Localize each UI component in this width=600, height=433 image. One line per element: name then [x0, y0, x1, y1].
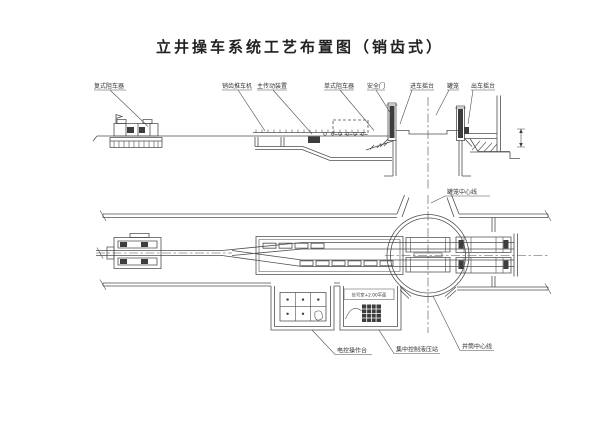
label-single-stop: 单式阻车器 — [324, 82, 354, 90]
hydraulic-station-box — [346, 304, 381, 322]
console-grid — [280, 293, 326, 322]
drawing-title: 立井操车系统工艺布置图（销齿式） — [155, 38, 444, 56]
elevation-view — [93, 96, 525, 191]
chain-dots — [324, 132, 364, 135]
main-drive-block — [308, 136, 320, 143]
ramp-wedge — [366, 141, 394, 151]
rail-line — [93, 136, 389, 141]
label-cage: 罐笼 — [447, 82, 459, 90]
dimension-arrow — [517, 129, 525, 147]
control-rooms: 信号室+2.00平面 — [271, 286, 401, 330]
cages-plan — [406, 238, 450, 273]
label-inlet-rocker: 进车摇台 — [410, 82, 434, 90]
label-main-drive: 主传动装置 — [257, 82, 287, 90]
label-room-note: 信号室+2.00平面 — [352, 291, 387, 298]
track-bed — [256, 237, 403, 275]
label-control-console: 电控操作台 — [337, 347, 367, 355]
label-pin-rack-pusher: 销齿推车机 — [222, 82, 252, 90]
elevation-labels: 复式阻车器 销齿推车机 主传动装置 单式阻车器 安全门 进车摇台 罐笼 出车摇台… — [94, 82, 495, 203]
label-shaft-centerline: 井筒中心线 — [462, 343, 492, 351]
plan-view: 信号室+2.00平面 — [96, 195, 551, 333]
pit-outline — [255, 137, 392, 161]
label-duplex-stop: 复式阻车器 — [94, 82, 124, 90]
duplex-stop-plan — [97, 234, 161, 269]
label-cage-centerline: 罐笼中心线 — [447, 188, 477, 196]
plan-labels: 电控操作台 集中控制液压站 井筒中心线 — [312, 296, 494, 355]
mine-car-dashed — [333, 120, 368, 135]
label-outlet-rocker: 出车摇台 — [471, 82, 495, 90]
room-note-box: 信号室+2.00平面 — [344, 289, 394, 300]
rocker-posts — [387, 103, 467, 141]
tracks — [96, 243, 514, 267]
right-mechanisms — [456, 218, 518, 288]
duplex-stop-machine — [110, 115, 162, 148]
tunnel-walls — [100, 195, 551, 299]
label-safety-gate: 安全门 — [367, 82, 385, 90]
label-hydraulic-station: 集中控制液压站 — [396, 346, 438, 354]
outlet-platform — [464, 96, 520, 159]
